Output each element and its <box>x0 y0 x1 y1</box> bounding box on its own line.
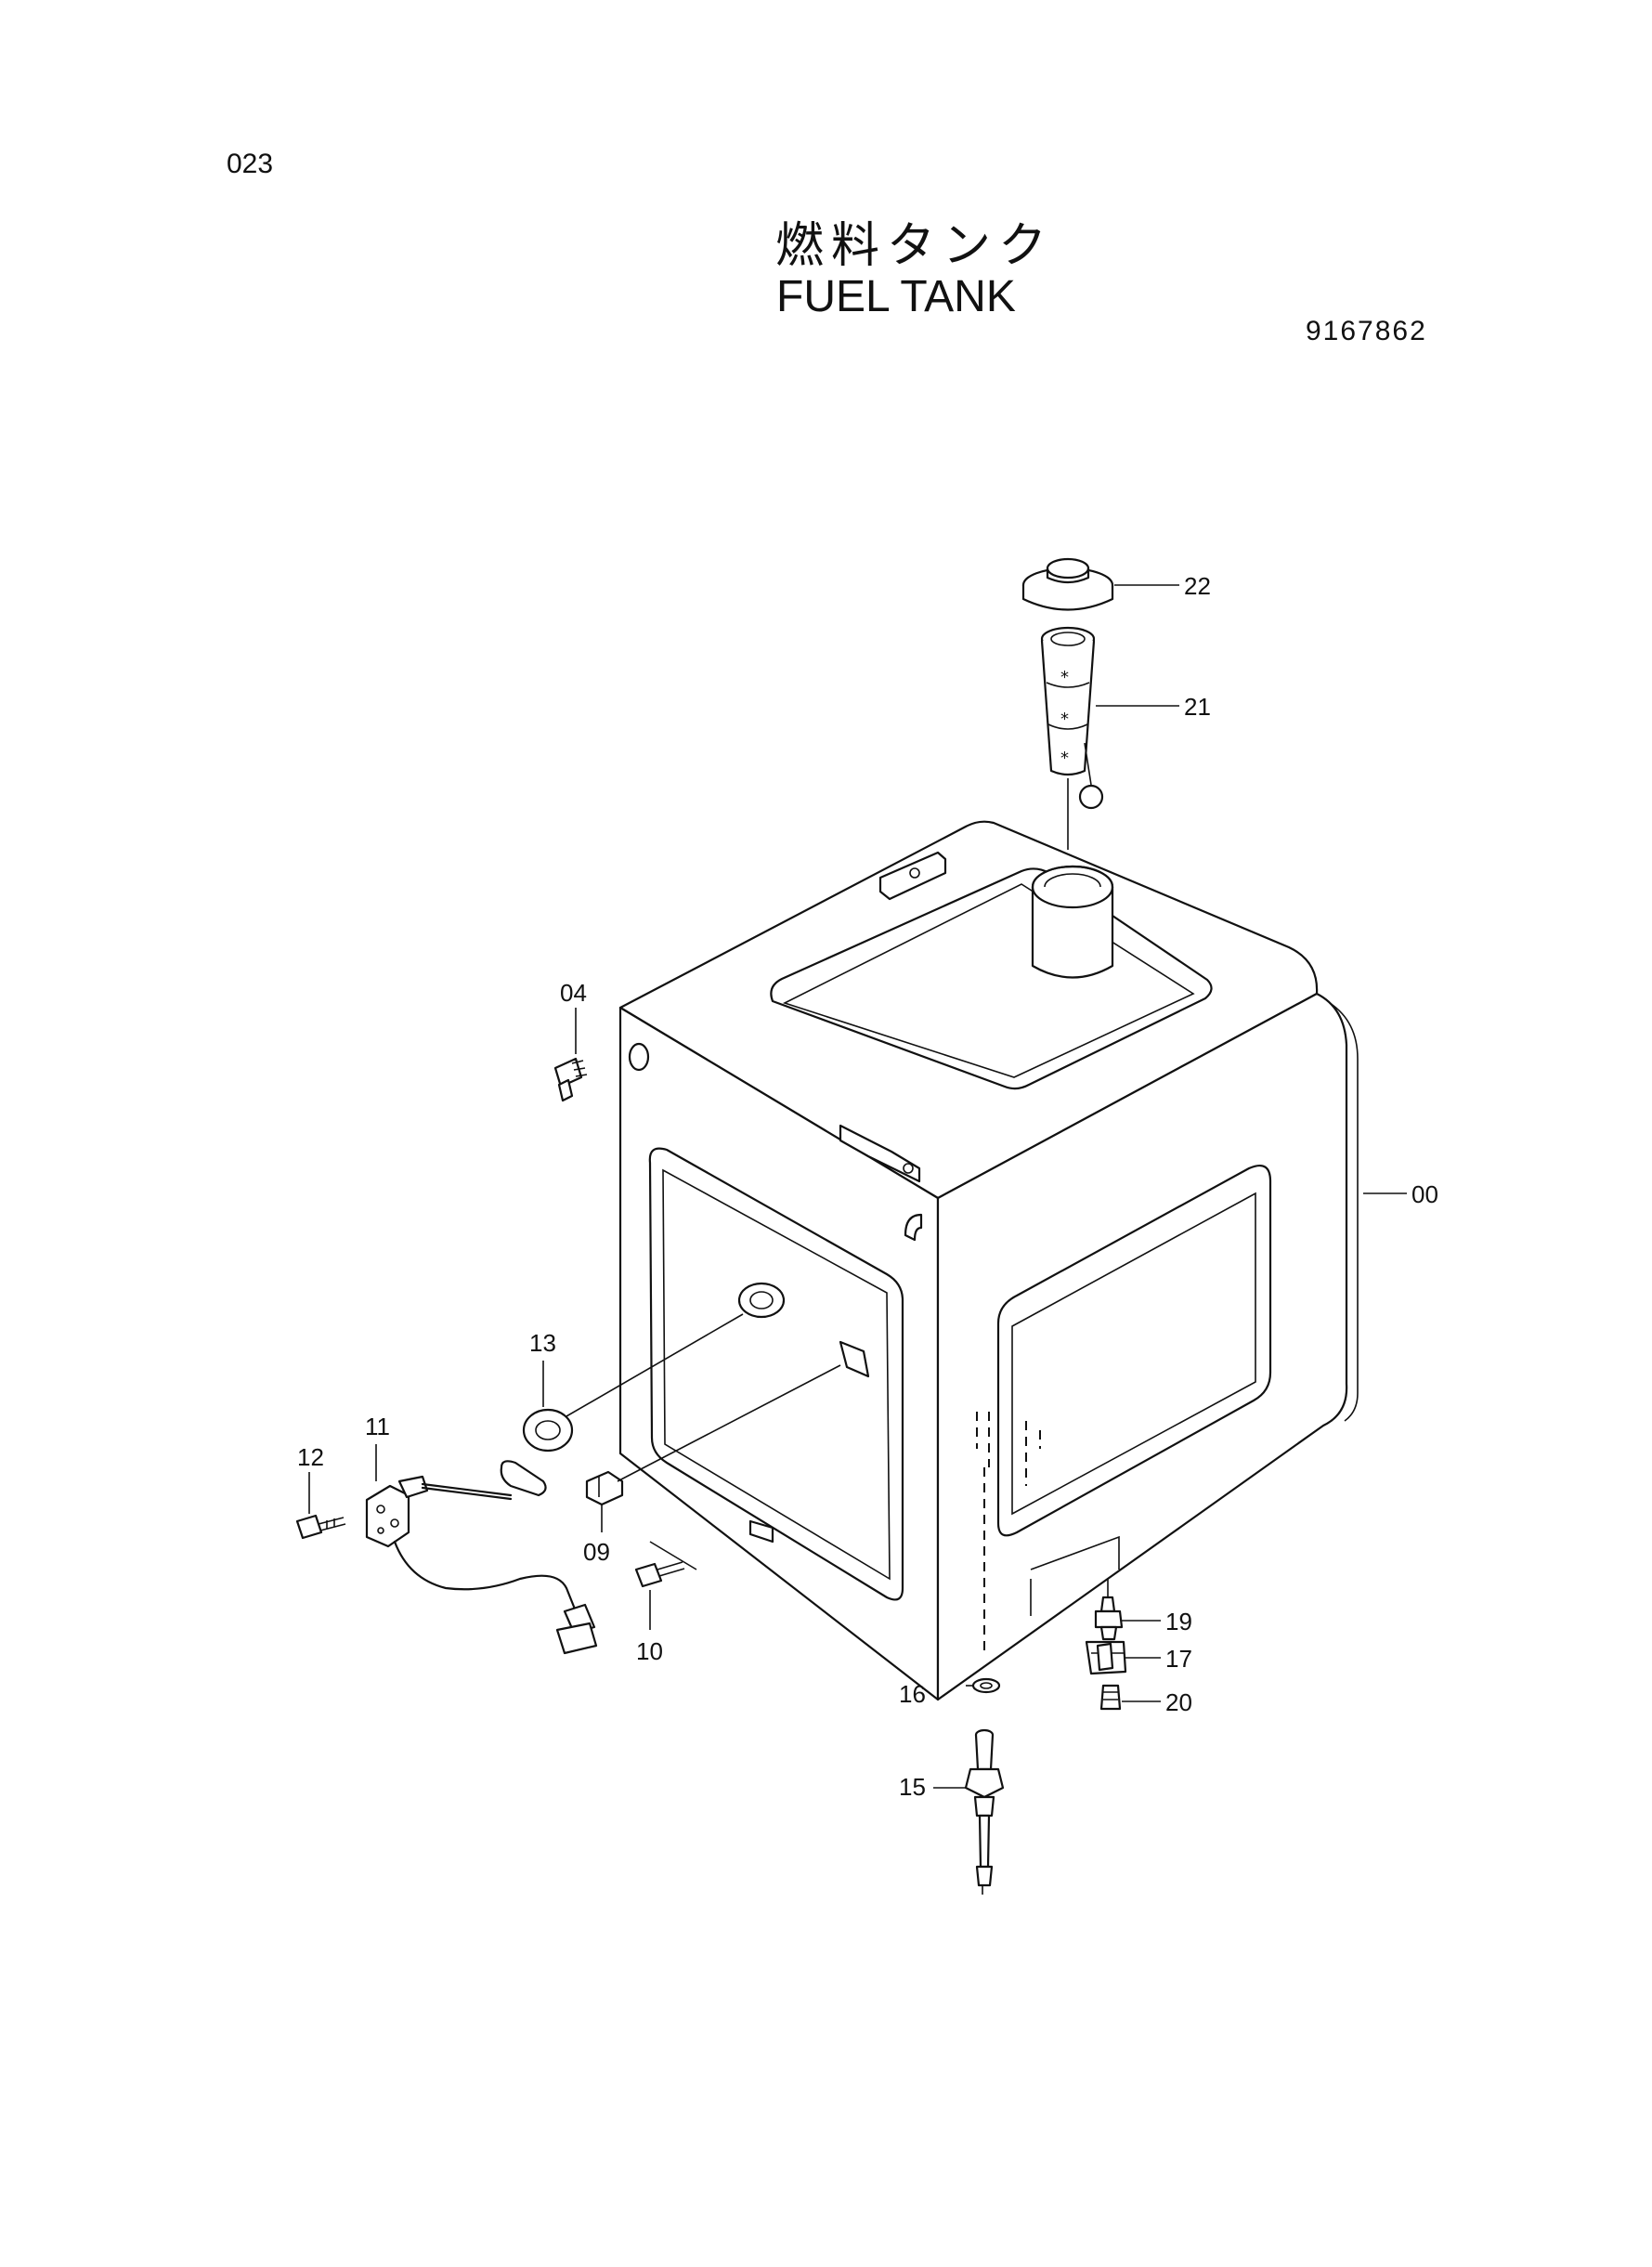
callout-15: 15 <box>899 1773 926 1801</box>
fuel-level-sensor <box>365 1444 598 1655</box>
fuel-cap <box>1021 557 1114 611</box>
callout-labels: 22 21 00 04 13 11 12 09 10 16 15 19 17 2… <box>297 572 1438 1801</box>
fuel-strainer: * * * <box>1040 626 1104 850</box>
clip-17 <box>1085 1640 1161 1675</box>
title-english: FUEL TANK <box>776 272 1016 321</box>
callout-04: 04 <box>560 979 587 1007</box>
callout-17: 17 <box>1165 1645 1192 1673</box>
callout-22: 22 <box>1184 572 1211 600</box>
callout-11: 11 <box>365 1413 390 1440</box>
packing-ring <box>522 1313 744 1453</box>
leader-lines <box>1096 584 1407 1194</box>
callout-20: 20 <box>1165 1688 1192 1716</box>
callout-12: 12 <box>297 1443 324 1471</box>
cap-20 <box>1099 1684 1161 1711</box>
fuel-tank-body <box>618 820 1359 1701</box>
callout-00: 00 <box>1411 1180 1438 1208</box>
page-number: 023 <box>227 149 274 179</box>
callout-09: 09 <box>583 1538 610 1566</box>
drain-valve <box>933 1677 1005 1895</box>
clamp-09 <box>585 1364 841 1532</box>
svg-text:*: * <box>1060 749 1069 768</box>
callout-21: 21 <box>1184 693 1211 721</box>
bolt-12 <box>295 1472 346 1540</box>
callout-10: 10 <box>636 1637 663 1665</box>
drawing-number: 9167862 <box>1306 316 1427 346</box>
bolt-10 <box>634 1561 685 1630</box>
callout-13: 13 <box>529 1329 556 1357</box>
title-japanese: 燃料タンク <box>775 218 1055 274</box>
callout-19: 19 <box>1165 1608 1192 1635</box>
callout-16: 16 <box>899 1680 926 1708</box>
drain-fitting-19 <box>1094 1579 1161 1641</box>
plug <box>553 1008 588 1102</box>
svg-text:*: * <box>1060 710 1069 729</box>
svg-text:*: * <box>1060 668 1069 687</box>
